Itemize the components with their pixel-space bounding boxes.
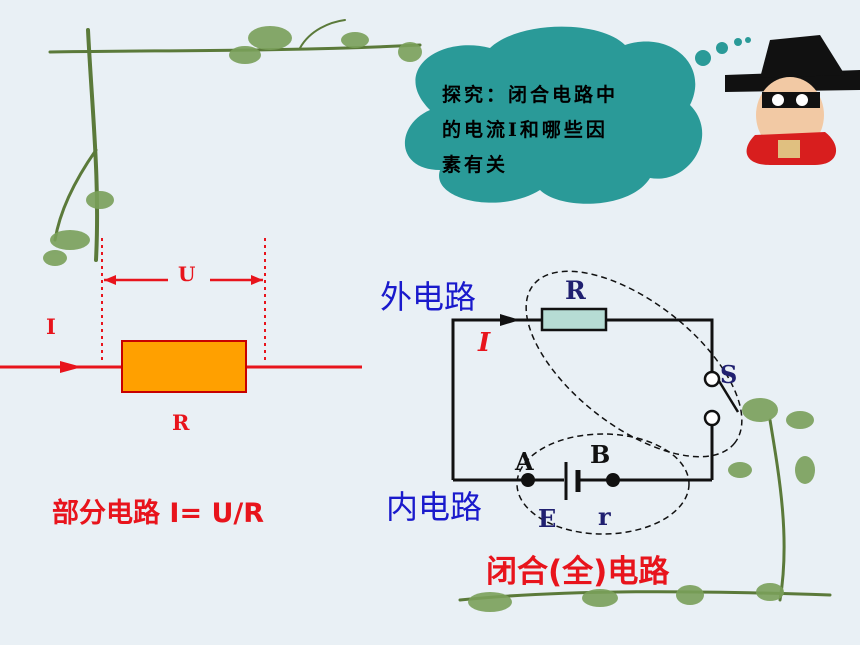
- circuit-current-label: I: [478, 328, 491, 358]
- outer-resistor-label: R: [565, 276, 586, 305]
- partial-circuit-formula: 部分电路 I= U/R: [52, 498, 265, 529]
- node-b: [606, 473, 620, 487]
- bubble-line: 素有关: [442, 154, 509, 176]
- node-a: [521, 473, 535, 487]
- resistor: [121, 340, 247, 393]
- leaf-cluster-icons: [43, 26, 815, 612]
- outer-resistor: [540, 307, 608, 332]
- outer-circuit-boundary: [525, 270, 743, 458]
- cartoon-character-icon: [725, 35, 860, 165]
- inner-circuit-boundary: [516, 433, 690, 535]
- bubble-line: 探究：闭合电路中: [442, 84, 619, 106]
- wire-top-right: [606, 318, 714, 372]
- current-arrow-icon: [60, 361, 82, 373]
- full-circuit: [451, 318, 740, 482]
- full-circuit-title: 闭合(全)电路: [486, 554, 670, 590]
- switch-terminal-top: [703, 370, 721, 388]
- inner-circuit-label: 内电路: [386, 488, 483, 526]
- switch-label: S: [720, 360, 738, 389]
- emf-label: E: [538, 504, 557, 533]
- bubble-question: 探究：闭合电路中 的电流I和哪些因 素有关: [442, 78, 682, 183]
- resistor-label: R: [172, 410, 190, 435]
- current-arrow-icon: [500, 314, 520, 326]
- current-label: I: [46, 314, 56, 339]
- bubble-line: 的电流I和哪些因: [442, 119, 608, 141]
- node-b-label: B: [590, 440, 611, 469]
- switch-blade: [717, 380, 740, 413]
- internal-resistance-label: r: [598, 502, 611, 531]
- thought-bubble: [404, 26, 751, 204]
- node-a-label: A: [515, 447, 534, 476]
- switch-terminal-bottom: [703, 409, 721, 427]
- partial-circuit: [0, 238, 362, 393]
- voltage-label: U: [178, 262, 196, 286]
- outer-circuit-label: 外电路: [380, 278, 477, 316]
